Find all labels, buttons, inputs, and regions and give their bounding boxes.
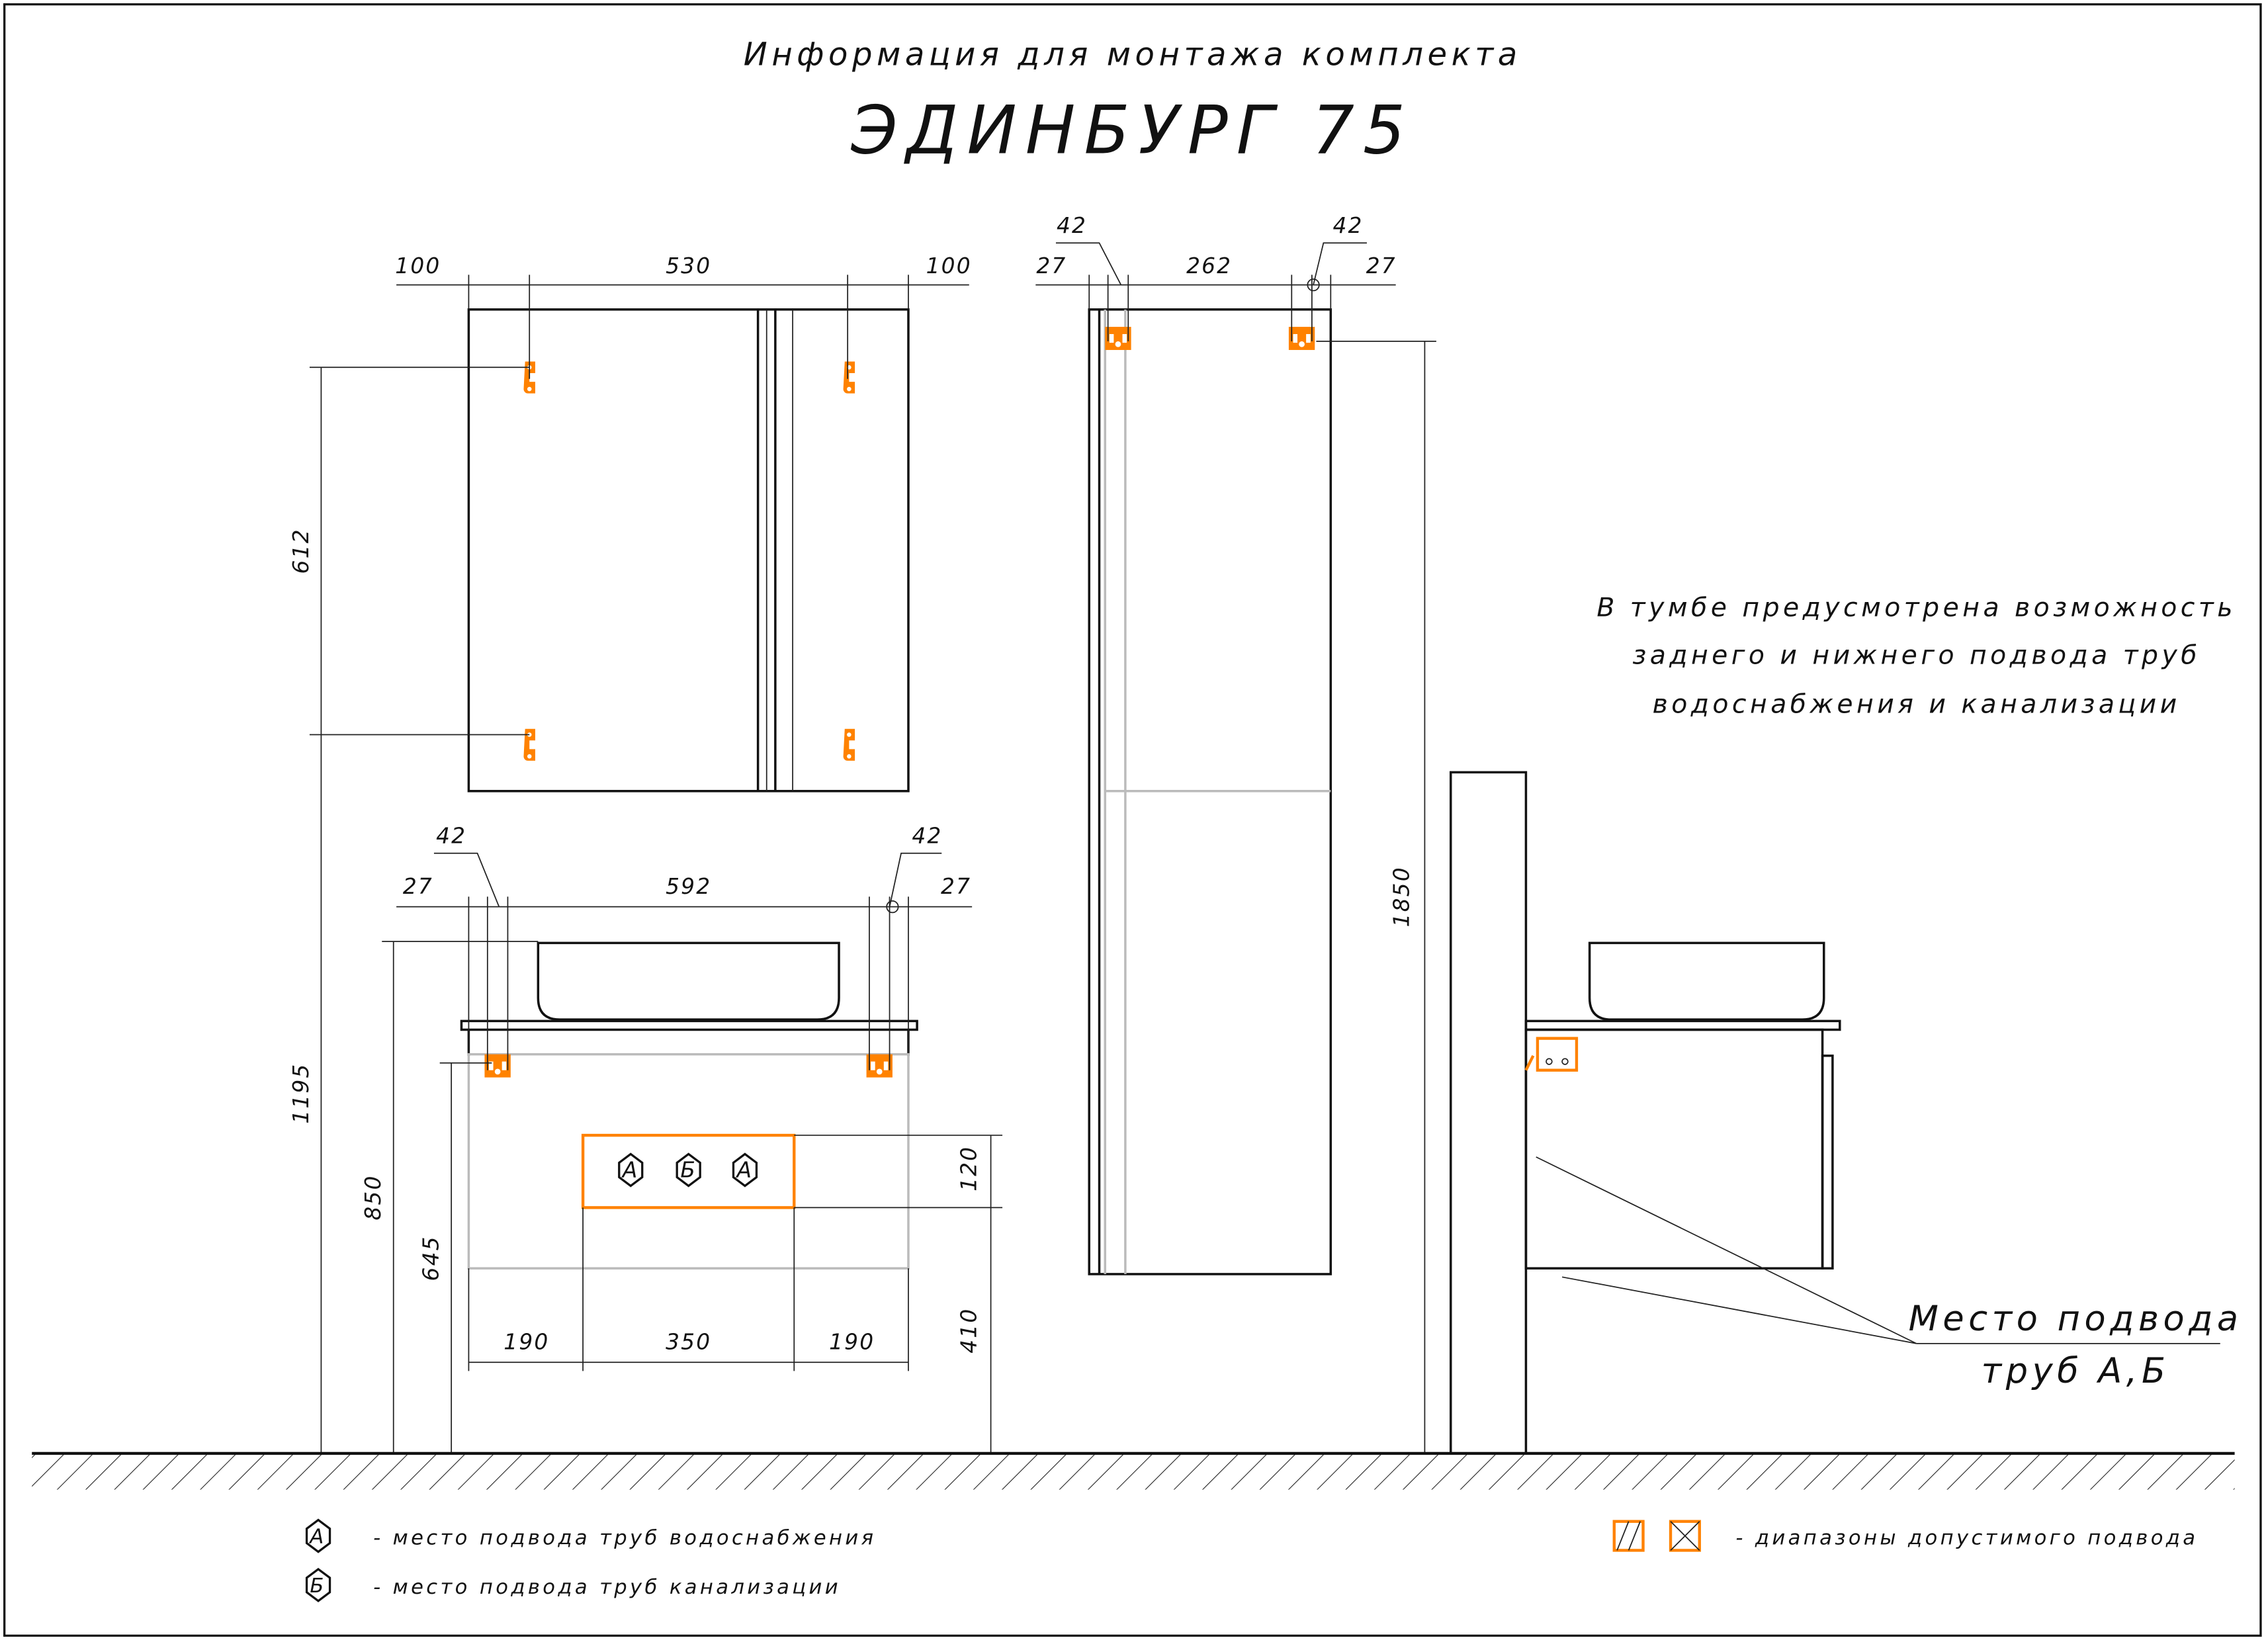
pipe-callout: Место подвода труб А,Б <box>1536 1156 2243 1391</box>
countertop <box>460 1019 918 1031</box>
installation-note: В тумбе предусмотрена возможность заднег… <box>1596 592 2236 720</box>
callout-line1: Место подвода <box>1909 1299 2243 1339</box>
dim-mirror-mount: 1195 <box>288 1063 314 1124</box>
svg-text:Б: Б <box>680 1157 697 1182</box>
svg-text:А: А <box>736 1157 754 1182</box>
dim-mirror-right: 100 <box>926 253 972 279</box>
legend-hex-a: А <box>305 1518 331 1553</box>
dim-vanity-bracket-left: 42 <box>436 823 466 848</box>
mounting-bracket-icon <box>1105 327 1131 351</box>
side-countertop <box>1524 1019 1841 1031</box>
mounting-hook-icon <box>843 728 855 761</box>
hex-marker-b: Б <box>676 1152 701 1187</box>
hex-marker-a: А <box>618 1152 644 1187</box>
dim-mirror-left: 100 <box>395 253 441 279</box>
svg-text:А: А <box>621 1157 639 1182</box>
tall-cabinet-dimensions: 27 42 262 42 27 1850 <box>1035 213 1436 1453</box>
legend-hex-b: Б <box>305 1567 331 1603</box>
legend-text-water: - место подвода труб водоснабжения <box>373 1527 876 1550</box>
pipe-zone <box>581 1133 796 1209</box>
title-line1: Информация для монтажа комплекта <box>744 36 1522 73</box>
dim-tall-edge-right: 27 <box>1366 253 1397 279</box>
dim-tall-bracket-left: 42 <box>1057 213 1087 238</box>
legend-text-sewer: - место подвода труб канализации <box>373 1576 841 1599</box>
svg-text:В тумбе предусмотрена возможно: В тумбе предусмотрена возможность <box>1596 592 2236 623</box>
title-product: ЭДИНБУРГ 75 <box>850 92 1414 169</box>
legend: А - место подвода труб водоснабжения Б -… <box>305 1518 2198 1603</box>
dim-tall-edge-left: 27 <box>1036 253 1067 279</box>
hex-marker-a: А <box>732 1152 758 1187</box>
dim-mirror-width: 530 <box>666 253 711 279</box>
side-view <box>1449 771 1841 1455</box>
wall-section <box>1449 771 1528 1455</box>
dim-tall-span: 262 <box>1186 253 1232 279</box>
side-cabinet-door <box>1821 1055 1834 1270</box>
dim-vanity-bracket-right: 42 <box>912 823 942 848</box>
cross-swatch-icon <box>1669 1520 1701 1552</box>
dim-tall-bracket-right: 42 <box>1332 213 1363 238</box>
dim-mirror-height: 612 <box>288 528 314 574</box>
mounting-bracket-icon <box>866 1054 893 1078</box>
dim-zone-width: 350 <box>666 1330 711 1355</box>
svg-text:заднего и нижнего подвода труб: заднего и нижнего подвода труб <box>1632 640 2201 670</box>
basin <box>537 941 840 1021</box>
mounting-hook-icon <box>523 728 535 761</box>
mirror-cabinet <box>467 308 910 793</box>
side-cabinet-body <box>1524 1028 1824 1270</box>
dim-zone-right: 190 <box>829 1330 875 1355</box>
mirror-dimensions: 100 530 100 612 1195 <box>288 253 972 1453</box>
tall-cabinet <box>1088 308 1332 1275</box>
legend-text-range: - диапазоны допустимого подвода <box>1735 1527 2198 1550</box>
mounting-bracket-icon <box>484 1054 511 1078</box>
vanity-front: А Б А <box>460 941 918 1270</box>
dim-vanity-edge-right: 27 <box>941 874 971 899</box>
dim-vanity-span: 592 <box>666 874 711 899</box>
vanity-dimensions: 27 42 592 42 27 850 645 120 410 190 350 … <box>361 823 1003 1453</box>
drawing-frame <box>3 3 2262 1637</box>
dim-vanity-total-height: 850 <box>361 1174 386 1220</box>
dim-vanity-edge-left: 27 <box>403 874 433 899</box>
svg-text:водоснабжения и канализации: водоснабжения и канализации <box>1653 689 2181 720</box>
mounting-bracket-icon <box>1288 327 1315 351</box>
side-basin <box>1588 941 1825 1021</box>
side-bracket-icon <box>1536 1037 1579 1072</box>
mounting-hook-icon <box>843 361 855 394</box>
dim-tall-mount: 1850 <box>1389 866 1414 927</box>
dim-zone-height: 120 <box>957 1146 982 1191</box>
hatch-swatch-icon <box>1612 1520 1645 1552</box>
dim-zone-left: 190 <box>503 1330 549 1355</box>
dim-zone-from-floor: 410 <box>957 1308 982 1354</box>
svg-text:Б: Б <box>310 1575 326 1598</box>
floor <box>32 1451 2235 1490</box>
svg-text:А: А <box>308 1526 326 1549</box>
callout-line2: труб А,Б <box>1982 1351 2170 1391</box>
dim-vanity-mount: 645 <box>419 1235 444 1281</box>
